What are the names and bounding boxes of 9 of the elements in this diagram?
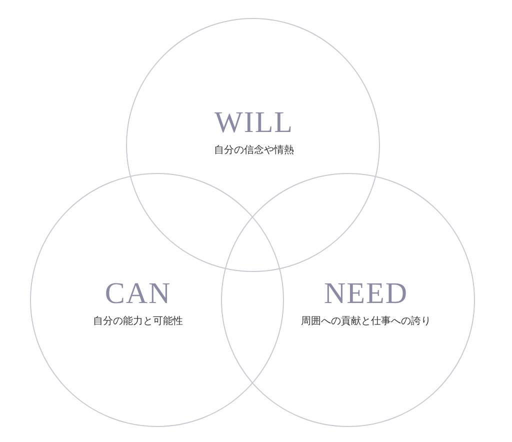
venn-circle [126, 18, 380, 272]
circle-heading: NEED [324, 277, 408, 311]
circle-heading: WILL [214, 106, 294, 140]
venn-circle [221, 173, 475, 427]
circle-heading: CAN [104, 277, 172, 311]
circle-description: 自分の信念や情熱 [214, 144, 294, 158]
circle-description: 周囲への貢献と仕事への誇り [301, 315, 431, 329]
venn-circle [30, 173, 284, 427]
circle-description: 自分の能力と可能性 [93, 315, 183, 329]
